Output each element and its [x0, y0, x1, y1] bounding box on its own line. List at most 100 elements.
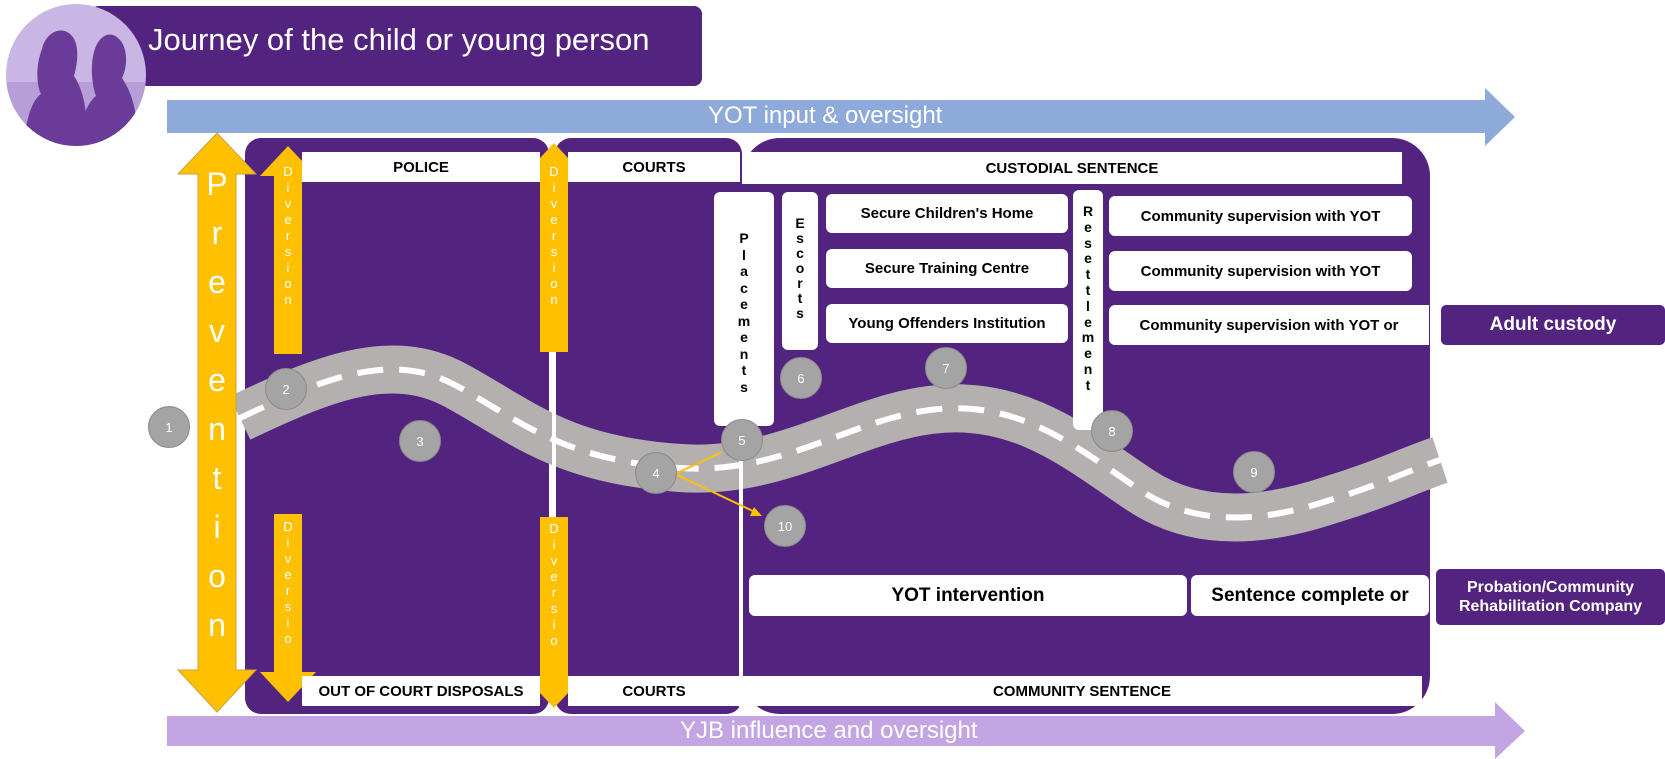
placements-letter: m — [737, 312, 751, 329]
title-bar — [90, 6, 702, 86]
escorts-letter: c — [796, 245, 804, 261]
diversion-letter: v — [284, 551, 292, 566]
placements-letter: n — [739, 345, 749, 362]
resettlement-letter: R — [1082, 203, 1094, 219]
police-header: POLICE — [302, 152, 540, 182]
step-marker-3: 3 — [399, 420, 441, 462]
prevention-letter: n — [208, 411, 226, 447]
diversion-letter: r — [285, 228, 291, 243]
yjb-oversight-arrow — [167, 702, 1525, 759]
out-of-court-disposals-header: OUT OF COURT DISPOSALS — [302, 676, 540, 706]
diversion-letter: D — [283, 519, 293, 534]
diversion-arrow-police-bottom — [260, 514, 316, 702]
diversion-letter: s — [284, 244, 292, 259]
diversion-letter: e — [284, 212, 292, 227]
diversion-letter: e — [550, 212, 558, 227]
step-marker-9: 9 — [1233, 451, 1275, 493]
placements-letter: t — [741, 362, 747, 378]
step-marker-7: 7 — [925, 347, 967, 389]
escorts-letter: s — [796, 230, 804, 246]
community-supervision-box-3: Community supervision with YOT or — [1109, 305, 1429, 345]
diversion-letter: i — [552, 617, 556, 632]
pointer-head-10 — [750, 507, 762, 516]
diversion-letter: s — [284, 599, 292, 614]
step-marker-1: 1 — [148, 406, 190, 448]
diversion-letter: i — [286, 535, 290, 550]
diversion-letter: e — [550, 569, 558, 584]
diversion-letter: i — [552, 260, 556, 275]
courts-top-header: COURTS — [568, 152, 740, 182]
diversion-letter: r — [551, 228, 557, 243]
pointer-line-10 — [674, 473, 758, 514]
adult-custody-box: Adult custody — [1441, 305, 1665, 345]
diversion-letter: i — [552, 180, 556, 195]
diversion-arrow-courts-bottom — [526, 517, 582, 708]
community-sentence-header: COMMUNITY SENTENCE — [742, 676, 1422, 706]
prevention-letter: t — [212, 460, 222, 496]
placements-letter: s — [740, 378, 748, 395]
escorts-letter: t — [797, 290, 803, 306]
diversion-letter: D — [549, 521, 559, 536]
diversion-letter: o — [284, 276, 292, 291]
escorts-letter: E — [795, 215, 805, 231]
resettlement-letter: e — [1084, 218, 1092, 235]
logo-icon — [6, 4, 146, 146]
resettlement-letter: l — [1086, 297, 1090, 314]
diversion-letter: n — [550, 292, 558, 307]
courts-bottom-header: COURTS — [568, 676, 740, 706]
prevention-letter: e — [208, 362, 226, 398]
resettlement-letter: s — [1084, 234, 1092, 251]
placements-letter: e — [740, 329, 748, 345]
young-offenders-institution-box: Young Offenders Institution — [826, 304, 1068, 343]
step-marker-4: 4 — [635, 452, 677, 494]
prevention-letter: o — [208, 558, 226, 594]
prevention-arrow — [176, 132, 258, 713]
diversion-letter: s — [550, 244, 558, 259]
diversion-letter: i — [286, 180, 290, 195]
diversion-letter: s — [550, 601, 558, 616]
prevention-letter: n — [208, 607, 226, 643]
resettlement-letter: e — [1084, 250, 1092, 267]
diversion-letter: r — [285, 583, 291, 598]
diversion-letter: o — [550, 276, 558, 291]
step-marker-8: 8 — [1091, 410, 1133, 452]
diversion-letter: D — [549, 164, 559, 179]
placements-letter: c — [740, 279, 748, 296]
placements-letter: l — [742, 246, 746, 263]
diversion-arrow-courts-top — [526, 143, 582, 352]
resettlement-letter: t — [1085, 281, 1091, 298]
diversion-letter: o — [284, 631, 292, 646]
yot-oversight-arrow — [167, 88, 1515, 146]
community-supervision-box-2: Community supervision with YOT — [1109, 251, 1412, 291]
sentence-complete-box: Sentence complete or — [1191, 575, 1429, 616]
secure-training-centre-box: Secure Training Centre — [826, 249, 1068, 288]
step-marker-6: 6 — [780, 357, 822, 399]
diversion-letter: D — [283, 164, 293, 179]
page-title: Journey of the child or young person — [148, 22, 650, 57]
probation-box: Probation/Community Rehabilitation Compa… — [1436, 569, 1665, 625]
resettlement-letter: m — [1081, 329, 1095, 346]
prevention-letter: v — [209, 313, 225, 349]
yot-oversight-label: YOT input & oversight — [708, 102, 943, 129]
placements-letter: e — [740, 296, 748, 312]
resettlement-letter: e — [1084, 313, 1092, 330]
secure-childrens-home-box: Secure Children's Home — [826, 194, 1068, 233]
placements-letter: a — [740, 263, 748, 279]
police-panel — [245, 138, 549, 714]
step-marker-10: 10 — [764, 505, 806, 547]
step-marker-2: 2 — [265, 368, 307, 410]
resettlement-letter: t — [1085, 266, 1091, 283]
diversion-letter: o — [550, 633, 558, 648]
diversion-letter: n — [284, 292, 292, 307]
diversion-letter: i — [552, 537, 556, 552]
resettlement-letter: e — [1084, 345, 1092, 362]
community-supervision-box-1: Community supervision with YOT — [1109, 196, 1412, 236]
step-marker-5: 5 — [721, 419, 763, 461]
yjb-oversight-label: YJB influence and oversight — [680, 717, 978, 744]
